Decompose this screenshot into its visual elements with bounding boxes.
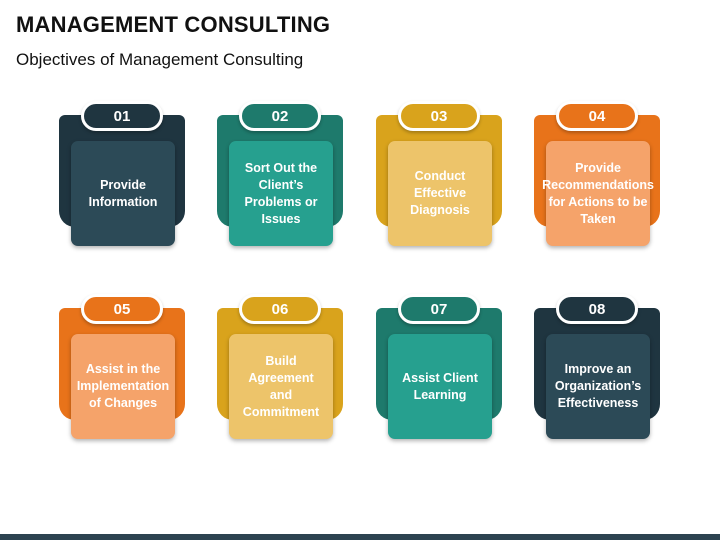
objective-card-03: Conduct Effective Diagnosis 03 (376, 101, 506, 251)
objective-card-02: Sort Out the Client’s Problems or Issues… (217, 101, 347, 251)
card-front-panel: Provide Information (71, 141, 175, 246)
objective-card-04: Provide Recommendations for Actions to b… (534, 101, 664, 251)
objective-card-07: Assist Client Learning 07 (376, 294, 506, 444)
card-number-badge: 03 (398, 101, 480, 131)
card-number-badge: 02 (239, 101, 321, 131)
card-front-panel: Provide Recommendations for Actions to b… (542, 141, 654, 246)
objective-card-01: Provide Information 01 (59, 101, 189, 251)
card-number-badge: 08 (556, 294, 638, 324)
objective-card-05: Assist in the Implementation of Changes … (59, 294, 189, 444)
card-number-badge: 07 (398, 294, 480, 324)
card-front-panel: Conduct Effective Diagnosis (388, 141, 492, 246)
objective-card-08: Improve an Organization’s Effectiveness … (534, 294, 664, 444)
card-front-panel: Assist in the Implementation of Changes (71, 334, 175, 439)
card-number-badge: 06 (239, 294, 321, 324)
footer-bar (0, 534, 720, 540)
card-front-panel: Sort Out the Client’s Problems or Issues (229, 141, 333, 246)
card-front-panel: Assist Client Learning (388, 334, 492, 439)
page-subtitle: Objectives of Management Consulting (16, 50, 304, 69)
card-front-panel: Build Agreement and Commitment (229, 334, 333, 439)
card-number-badge: 01 (81, 101, 163, 131)
card-number-badge: 04 (556, 101, 638, 131)
page-title: MANAGEMENT CONSULTING (16, 12, 331, 37)
objective-card-06: Build Agreement and Commitment 06 (217, 294, 347, 444)
card-front-panel: Improve an Organization’s Effectiveness (546, 334, 650, 439)
card-number-badge: 05 (81, 294, 163, 324)
